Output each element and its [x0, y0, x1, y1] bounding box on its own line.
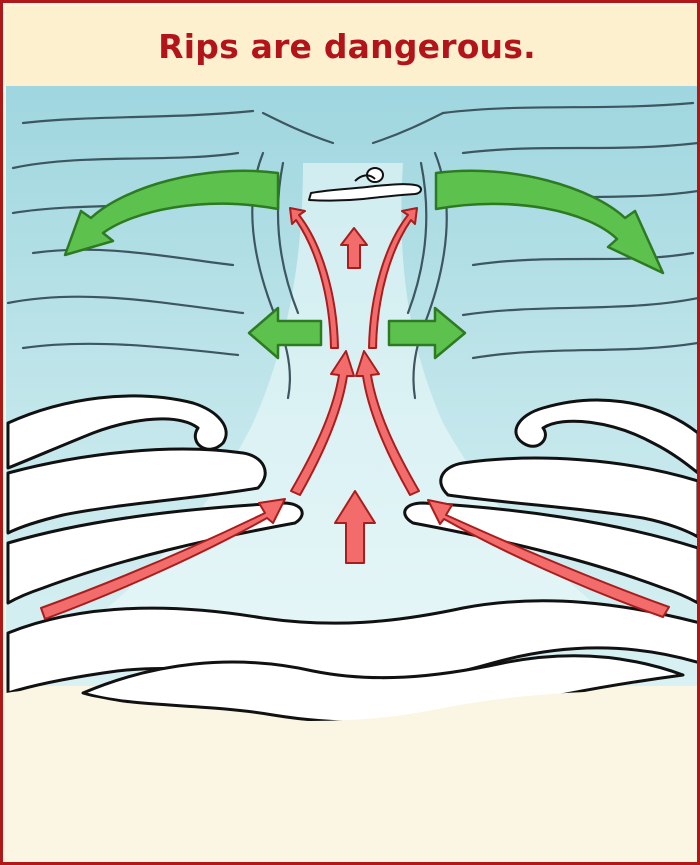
page-title: Rips are dangerous.	[158, 27, 536, 66]
rip-current-scene	[3, 3, 700, 865]
title-bar: Rips are dangerous.	[6, 6, 700, 86]
